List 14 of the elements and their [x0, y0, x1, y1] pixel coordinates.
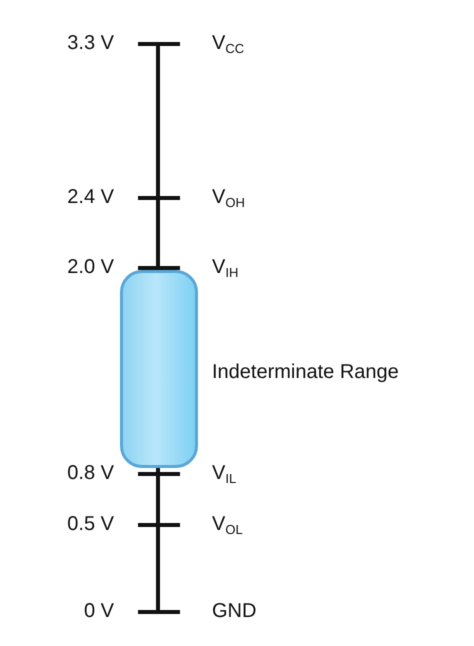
level-name: V$_{IH}$ — [212, 255, 238, 282]
level-name: GND — [212, 599, 256, 623]
range-label: Indeterminate Range — [212, 360, 399, 384]
voltage-value: 2.0 V — [67, 255, 114, 279]
voltage-value: 0 V — [84, 599, 114, 623]
level-name: V$_{CC}$ — [212, 31, 244, 58]
voltage-value: 3.3 V — [67, 31, 114, 55]
voltage-value: 0.8 V — [67, 461, 114, 485]
level-name: V$_{OH}$ — [212, 185, 245, 212]
level-name: V$_{OL}$ — [212, 512, 243, 539]
voltage-value: 2.4 V — [67, 185, 114, 209]
voltage-value: 0.5 V — [67, 512, 114, 536]
indeterminate-band — [120, 270, 198, 468]
level-name: V$_{IL}$ — [212, 461, 236, 488]
